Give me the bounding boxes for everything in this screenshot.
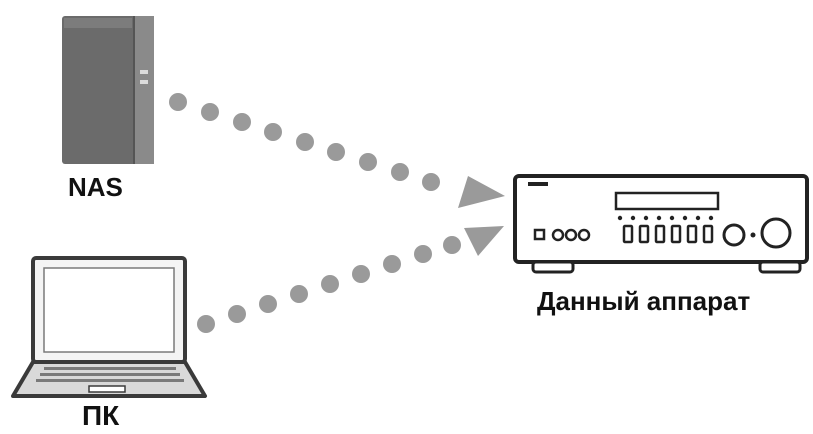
arrow-icon: [458, 176, 505, 208]
pc-label: ПК: [82, 400, 120, 431]
arrow-icon: [464, 226, 504, 256]
pc-connection-dots: [197, 236, 461, 333]
nas-label: NAS: [68, 172, 123, 202]
laptop-icon: [11, 256, 207, 398]
receiver-icon: [513, 174, 809, 274]
nas-connection-dots: [169, 93, 440, 191]
device-label: Данный аппарат: [537, 286, 751, 316]
nas-icon: [62, 16, 154, 164]
